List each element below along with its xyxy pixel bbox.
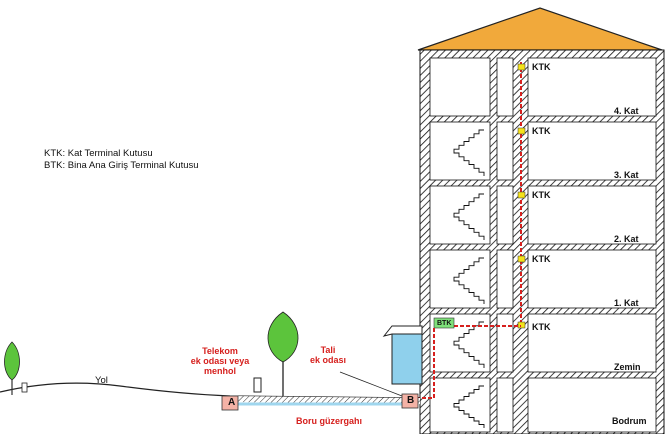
- shaft-2: [496, 185, 514, 245]
- ktk-box-0: [517, 63, 526, 71]
- roof: [417, 7, 663, 51]
- shaft-1: [496, 121, 514, 181]
- telekom-line-3: menhol: [203, 366, 236, 376]
- tree-mid-crown: [267, 311, 299, 363]
- ground-fill: [230, 396, 420, 404]
- point-b-marker: [401, 393, 419, 409]
- ktk-box-2: [517, 191, 526, 199]
- shaft-4: [496, 313, 514, 373]
- floor-room-0: [527, 57, 657, 117]
- pipe-route-label: Boru güzergahı: [296, 416, 363, 426]
- stair-room-5: [429, 377, 491, 433]
- shaft-5: [496, 377, 514, 433]
- point-a-label: A: [228, 397, 236, 408]
- legend-btk: BTK: Bina Ana Giriş Terminal Kutusu: [44, 160, 199, 171]
- stair-room-1: [429, 121, 491, 181]
- shaft-0: [496, 57, 514, 117]
- floor-room-5: [527, 377, 657, 433]
- tali-leader-line: [339, 371, 403, 397]
- ground-line: [0, 382, 421, 399]
- floor-label-2: 2. Kat: [614, 234, 639, 244]
- tank-roof: [382, 325, 423, 337]
- point-b-label: B: [407, 395, 415, 406]
- floor-label-4: 4. Kat: [614, 106, 639, 116]
- staircase-5: [453, 385, 485, 428]
- floor-label-bodrum: Bodrum: [612, 416, 647, 426]
- ktk-label-1: KTK: [532, 254, 551, 264]
- stair-room-2: [429, 185, 491, 245]
- tali-room-label: Tali ek odası: [300, 345, 356, 365]
- floor-room-1: [527, 121, 657, 181]
- tree-left-crown: [4, 341, 20, 381]
- floor-room-3: [527, 249, 657, 309]
- point-a-marker: [221, 395, 239, 411]
- entry-cable: [418, 328, 435, 399]
- floor-room-4: [527, 313, 657, 373]
- ktk-label-2: KTK: [532, 190, 551, 200]
- ktk-box-4: [517, 321, 526, 329]
- manhole-post: [253, 377, 262, 393]
- road-label: Yol: [95, 375, 108, 386]
- staircase-1: [453, 129, 485, 176]
- ktk-label-4: KTK: [532, 62, 551, 72]
- ktk-label-3: KTK: [532, 126, 551, 136]
- telekom-line-2: ek odası veya: [190, 356, 250, 366]
- telekom-line-1: Telekom: [202, 346, 238, 356]
- stair-room-0: [429, 57, 491, 117]
- telekom-room-label: Telekom ek odası veya menhol: [172, 346, 268, 376]
- staircase-2: [453, 193, 485, 240]
- ktk-label-zemin: KTK: [532, 322, 551, 332]
- floor-label-zemin: Zemin: [614, 362, 641, 372]
- floor-room-2: [527, 185, 657, 245]
- floor-label-3: 3. Kat: [614, 170, 639, 180]
- stair-room-3: [429, 249, 491, 309]
- floor-label-1: 1. Kat: [614, 298, 639, 308]
- staircase-3: [453, 257, 485, 304]
- tali-line-1: Tali: [320, 345, 336, 355]
- btk-box: [433, 317, 455, 329]
- legend-ktk: KTK: Kat Terminal Kutusu: [44, 148, 153, 159]
- btk-label: BTK: [437, 320, 452, 327]
- tali-line-2: ek odası: [309, 355, 347, 365]
- road-post: [21, 382, 28, 393]
- staircase-4: [453, 321, 485, 368]
- ktk-box-1: [517, 127, 526, 135]
- ktk-box-3: [517, 255, 526, 263]
- shaft-3: [496, 249, 514, 309]
- water-tank: [391, 333, 423, 385]
